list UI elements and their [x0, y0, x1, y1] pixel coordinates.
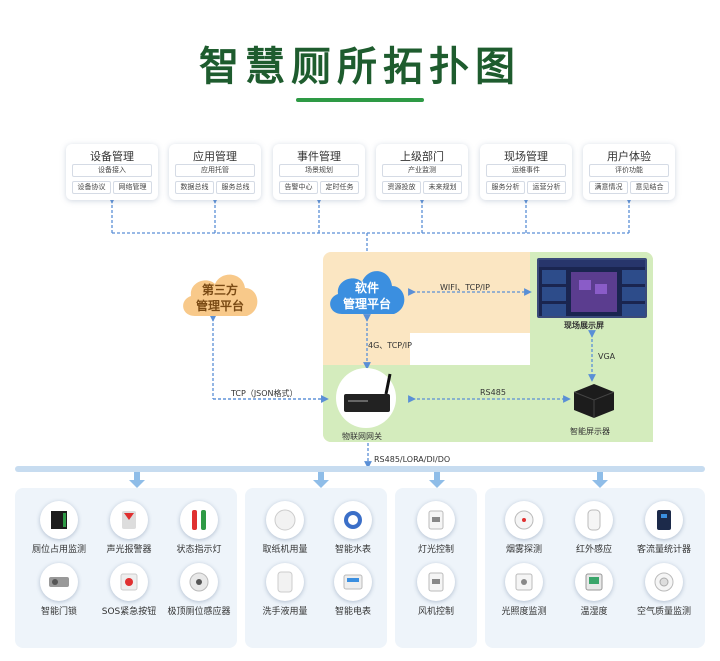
site-display-screen — [537, 258, 647, 318]
module-sub: 运维事件 — [486, 164, 566, 177]
module-item: 服务总线 — [216, 181, 255, 194]
dashboard-graphic — [539, 260, 645, 316]
device-label: 光照度监测 — [501, 607, 547, 617]
zone-gap — [410, 333, 530, 365]
device-label: 状态指示灯 — [176, 545, 222, 555]
fan-control-icon — [417, 563, 455, 601]
module-item: 告警中心 — [279, 181, 318, 194]
module-app-mgmt: 应用管理 应用托管 数据总线 服务总线 — [169, 144, 261, 200]
module-sub: 产业监测 — [382, 164, 462, 177]
device-label: 温湿度 — [580, 607, 608, 617]
alarm-icon — [110, 501, 148, 539]
module-event-mgmt: 事件管理 场景规划 告警中心 定时任务 — [273, 144, 365, 200]
vga-label: VGA — [598, 352, 616, 361]
sos-button-icon — [110, 563, 148, 601]
infrared-sensor-icon — [575, 501, 613, 539]
module-site-mgmt: 现场管理 运维事件 服务分析 运营分析 — [480, 144, 572, 200]
module-superior-dept: 上级部门 产业监测 资源投放 未来规划 — [376, 144, 468, 200]
water-meter-icon — [334, 501, 372, 539]
paper-dispenser-icon — [266, 501, 304, 539]
module-item: 意见结合 — [630, 181, 669, 194]
electric-meter-icon — [334, 563, 372, 601]
module-item: 资源投放 — [382, 181, 421, 194]
device-label: 极顶厕位感应器 — [167, 607, 231, 617]
module-sub: 应用托管 — [175, 164, 255, 177]
module-user-experience: 用户体验 评价功能 满意情况 意见结合 — [583, 144, 675, 200]
page-title: 智慧厕所拓扑图 — [199, 44, 521, 90]
bus-label: RS485/LORA/DI/DO — [374, 455, 451, 464]
device-label: 客流量统计器 — [636, 545, 691, 555]
device-label: 智能门锁 — [40, 607, 77, 617]
module-item: 未来规划 — [423, 181, 462, 194]
module-item: 数据总线 — [175, 181, 214, 194]
device-label: 智能水表 — [334, 545, 371, 555]
soap-dispenser-icon — [266, 563, 304, 601]
module-title: 事件管理 — [297, 150, 341, 163]
field-bus — [15, 466, 705, 472]
device-label: SOS紧急按钮 — [101, 607, 157, 617]
gateway-icon — [336, 368, 396, 428]
module-title: 上级部门 — [400, 150, 444, 163]
gateway-label: 物联网网关 — [342, 432, 382, 441]
third-party-cloud-icon — [183, 274, 258, 316]
4g-label: 4G、TCP/IP — [368, 341, 412, 350]
air-quality-sensor-icon — [645, 563, 683, 601]
device-label: 取纸机用量 — [262, 545, 308, 555]
screen-label: 现场展示屏 — [564, 321, 604, 330]
module-item: 网络管理 — [113, 181, 152, 194]
module-title: 用户体验 — [607, 150, 651, 163]
wifi-label: WIFI、TCP/IP — [440, 283, 490, 292]
module-title: 设备管理 — [90, 150, 134, 163]
display-controller-icon — [568, 378, 620, 422]
rs485-label: RS485 — [480, 388, 506, 397]
third-party-platform-label: 第三方 管理平台 — [195, 283, 244, 313]
software-platform-cloud-icon — [330, 271, 405, 314]
smart-lock-icon — [40, 563, 78, 601]
occupancy-sensor-icon — [40, 501, 78, 539]
module-item: 满意情况 — [589, 181, 628, 194]
device-label: 空气质量监测 — [636, 607, 691, 617]
router-icon — [344, 373, 392, 412]
device-label: 烟雾探测 — [505, 545, 542, 555]
display-controller-label: 智能屏示器 — [570, 427, 610, 436]
module-title: 现场管理 — [504, 150, 548, 163]
software-platform-label: 软件 管理平台 — [342, 281, 391, 311]
tcp-label: TCP（JSON格式） — [231, 389, 298, 398]
ceiling-sensor-icon — [180, 563, 218, 601]
module-sub: 设备接入 — [72, 164, 152, 177]
module-item: 定时任务 — [320, 181, 359, 194]
light-control-icon — [417, 501, 455, 539]
device-label: 风机控制 — [417, 607, 454, 617]
module-sub: 场景规划 — [279, 164, 359, 177]
module-device-mgmt: 设备管理 设备接入 设备协议 网络管理 — [66, 144, 158, 200]
thermo-hygrometer-icon — [575, 563, 613, 601]
module-item: 服务分析 — [486, 181, 525, 194]
device-label: 洗手液用量 — [262, 607, 308, 617]
device-label: 声光报警器 — [106, 545, 152, 555]
title-underline — [296, 98, 424, 102]
device-label: 智能电表 — [334, 607, 371, 617]
light-sensor-icon — [505, 563, 543, 601]
people-counter-icon — [645, 501, 683, 539]
device-label: 厕位占用监测 — [31, 545, 86, 555]
device-label: 灯光控制 — [417, 545, 454, 555]
module-sub: 评价功能 — [589, 164, 669, 177]
module-item: 运营分析 — [527, 181, 566, 194]
module-item: 设备协议 — [72, 181, 111, 194]
smoke-detector-icon — [505, 501, 543, 539]
module-title: 应用管理 — [193, 150, 237, 163]
status-light-icon — [180, 501, 218, 539]
device-label: 红外感应 — [575, 545, 612, 555]
